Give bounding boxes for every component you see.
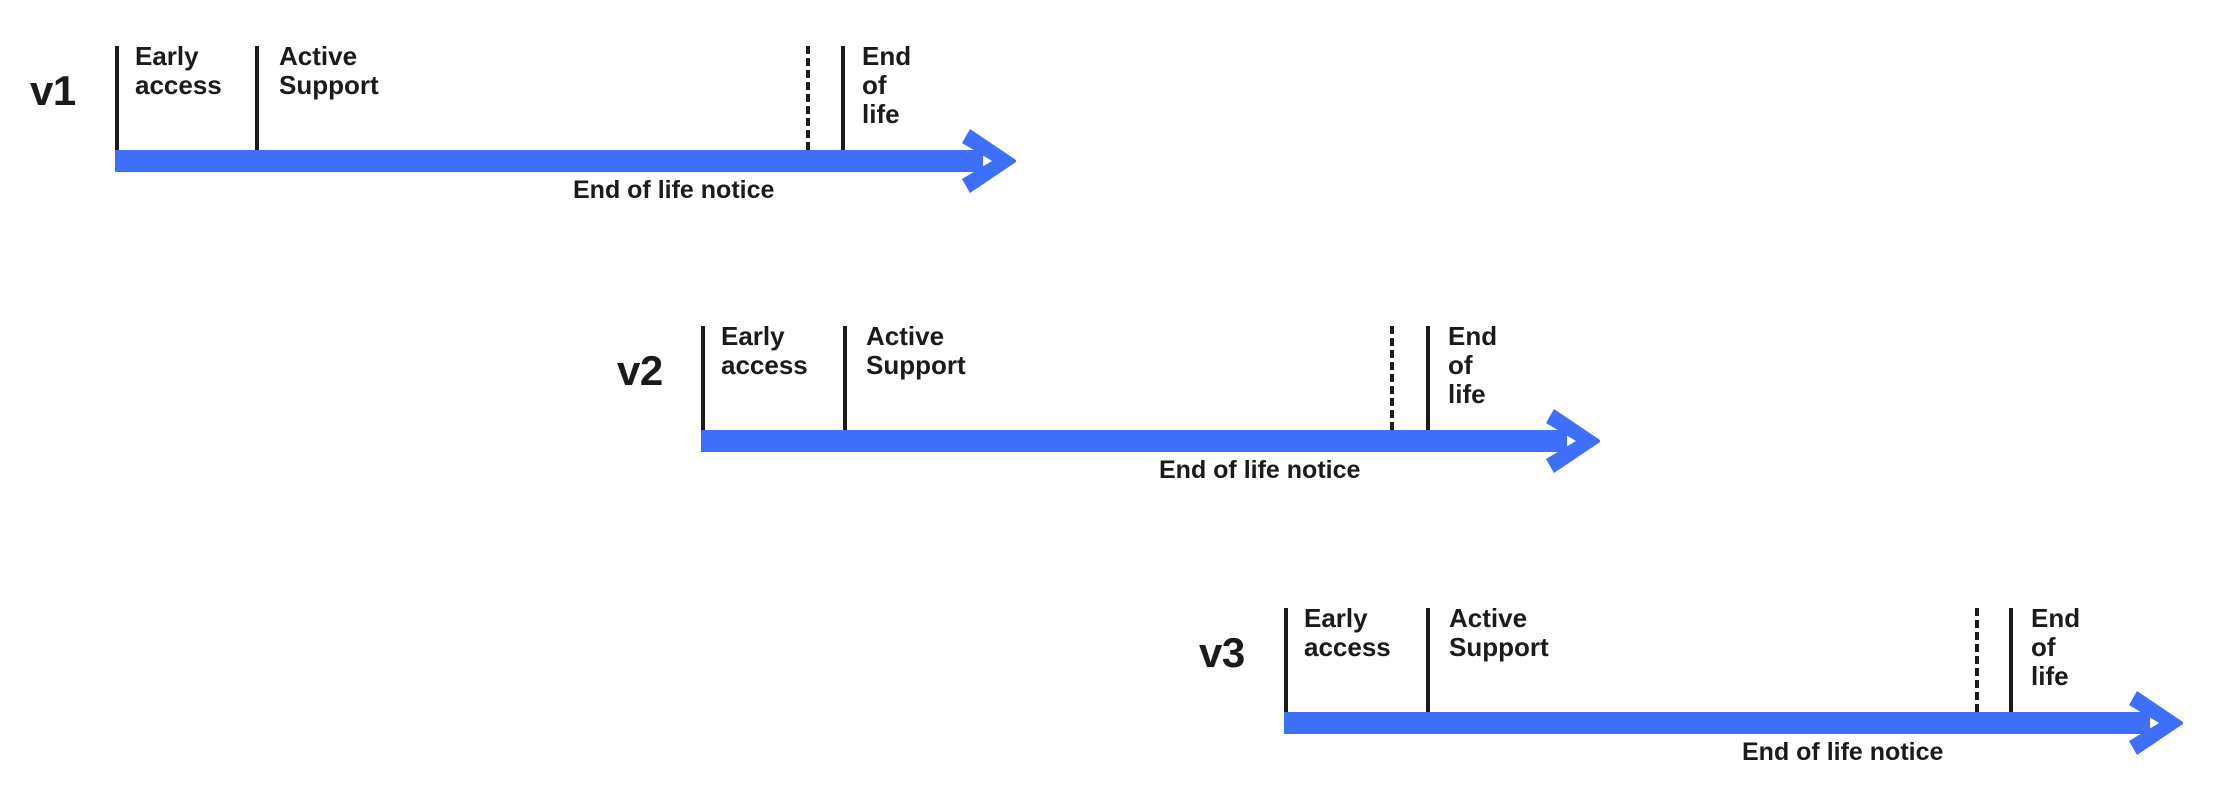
phase-label-active-support-v3: Active Support xyxy=(1449,603,1549,663)
phase-label-early-access-v3: Early access xyxy=(1304,603,1391,663)
tick-early-access-start-v3 xyxy=(1284,608,1288,712)
lifecycle-bar-v1 xyxy=(115,150,983,172)
lifecycle-bar-v3 xyxy=(1284,712,2150,734)
phase-label-end-of-life-v1: End of life xyxy=(862,41,912,130)
tick-early-access-start-v1 xyxy=(115,46,119,150)
phase-label-active-support-v1: Active Support xyxy=(279,41,379,101)
version-label-v3: v3 xyxy=(1199,629,1245,676)
phase-label-early-access-v1: Early access xyxy=(135,41,222,101)
tick-end-of-life-notice-v1 xyxy=(806,46,814,150)
phase-label-end-of-life-v3: End of life xyxy=(2031,603,2081,692)
tick-end-of-life-notice-v2 xyxy=(1390,326,1398,430)
phase-label-end-of-life-v2: End of life xyxy=(1448,321,1498,410)
tick-end-of-life-start-v3 xyxy=(2009,608,2013,712)
tick-early-access-start-v2 xyxy=(701,326,705,430)
version-label-v2: v2 xyxy=(617,347,663,394)
notice-label-v2: End of life notice xyxy=(1159,456,1361,484)
notice-label-v1: End of life notice xyxy=(573,176,775,204)
tick-end-of-life-start-v2 xyxy=(1426,326,1430,430)
phase-label-active-support-v2: Active Support xyxy=(866,321,966,381)
tick-active-support-start-v3 xyxy=(1426,608,1430,712)
tick-active-support-start-v1 xyxy=(255,46,259,150)
tick-active-support-start-v2 xyxy=(843,326,847,430)
notice-label-v3: End of life notice xyxy=(1742,738,1944,766)
tick-end-of-life-notice-v3 xyxy=(1975,608,1983,712)
tick-end-of-life-start-v1 xyxy=(841,46,845,150)
lifecycle-bar-v2 xyxy=(701,430,1567,452)
phase-label-early-access-v2: Early access xyxy=(721,321,808,381)
version-label-v1: v1 xyxy=(30,67,76,114)
